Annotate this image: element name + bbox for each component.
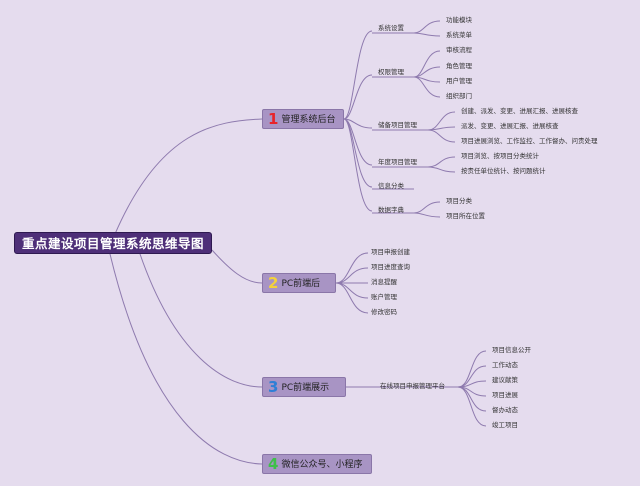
link-l3 xyxy=(427,156,456,168)
node-review-flow[interactable]: 审核流程 xyxy=(446,46,472,54)
branch-number: 2 xyxy=(268,274,279,292)
link-l3 xyxy=(413,32,441,37)
branch-number: 1 xyxy=(268,110,279,128)
node-progress-query[interactable]: 项目进度查询 xyxy=(371,263,410,271)
link-root-b4 xyxy=(109,253,263,465)
node-role-mgmt[interactable]: 角色管理 xyxy=(446,62,472,70)
node-project-location[interactable]: 项目所在位置 xyxy=(446,212,485,220)
link-b2-l2 xyxy=(335,252,369,284)
node-project-category[interactable]: 项目分类 xyxy=(446,197,472,205)
node-annual-item-1[interactable]: 项目浏览、按项目分类统计 xyxy=(461,152,539,160)
link-l3 xyxy=(457,386,487,427)
branch-label: PC前端展示 xyxy=(281,383,330,393)
node-project-info-public[interactable]: 项目信息公开 xyxy=(492,346,531,354)
node-suggestions[interactable]: 建议献策 xyxy=(492,376,518,384)
node-change-password[interactable]: 修改密码 xyxy=(371,308,397,316)
node-project-application[interactable]: 项目申报创建 xyxy=(371,248,410,256)
link-b2-l2 xyxy=(335,282,369,314)
node-project-progress[interactable]: 项目进展 xyxy=(492,391,518,399)
node-annual-item-2[interactable]: 按责任单位统计、按问题统计 xyxy=(461,167,546,175)
node-user-mgmt[interactable]: 用户管理 xyxy=(446,77,472,85)
link-l3 xyxy=(413,50,441,78)
branch-number: 3 xyxy=(268,378,279,396)
link-root-b1 xyxy=(114,118,263,235)
link-b1-l2 xyxy=(343,118,373,212)
node-work-dynamics[interactable]: 工作动态 xyxy=(492,361,518,369)
node-message-reminder[interactable]: 消息提醒 xyxy=(371,278,397,286)
node-account-mgmt[interactable]: 账户管理 xyxy=(371,293,397,301)
node-supervision-dynamics[interactable]: 督办动态 xyxy=(492,406,518,414)
link-b1-l2 xyxy=(343,74,373,120)
node-permission-mgmt[interactable]: 权限管理 xyxy=(378,68,404,76)
link-l3 xyxy=(457,350,487,388)
link-l3 xyxy=(413,76,441,98)
link-b1-l2 xyxy=(343,118,373,129)
node-annual-project-mgmt[interactable]: 年度项目管理 xyxy=(378,158,417,166)
link-l3 xyxy=(427,129,456,143)
node-info-category[interactable]: 信息分类 xyxy=(378,182,404,190)
node-reserve-item-2[interactable]: 派发、变更、进展汇报、进展核查 xyxy=(461,122,559,130)
link-l3 xyxy=(427,166,456,173)
branch-number: 4 xyxy=(268,455,279,473)
node-function-module[interactable]: 功能模块 xyxy=(446,16,472,24)
branch-label: 微信公众号、小程序 xyxy=(281,460,363,470)
link-b2-l2 xyxy=(335,267,369,284)
link-b1-l2 xyxy=(343,30,373,120)
link-root-b2 xyxy=(211,249,263,284)
node-org-dept[interactable]: 组织部门 xyxy=(446,92,472,100)
node-data-dictionary[interactable]: 数据字典 xyxy=(378,206,404,214)
node-system-settings[interactable]: 系统设置 xyxy=(378,24,404,32)
link-root-b3 xyxy=(139,253,263,388)
node-reserve-item-3[interactable]: 项目进展浏览、工作监控、工作督办、问责处理 xyxy=(461,137,598,145)
node-completed-projects[interactable]: 竣工项目 xyxy=(492,421,518,429)
link-l3 xyxy=(413,201,441,214)
node-reserve-item-1[interactable]: 创建、派发、变更、进展汇报、进展核查 xyxy=(461,107,578,115)
node-reserve-project-mgmt[interactable]: 储备项目管理 xyxy=(378,121,417,129)
link-l3 xyxy=(413,20,441,34)
branch-label: PC前端后 xyxy=(281,279,321,289)
node-online-platform[interactable]: 在线项目申报管理平台 xyxy=(380,382,445,390)
link-l3 xyxy=(413,212,441,218)
link-l3 xyxy=(427,126,456,131)
link-b2-l2 xyxy=(335,282,369,299)
node-system-menu[interactable]: 系统菜单 xyxy=(446,31,472,39)
branch-label: 管理系统后台 xyxy=(281,115,336,125)
root-node[interactable]: 重点建设项目管理系统思维导图 xyxy=(14,232,212,254)
